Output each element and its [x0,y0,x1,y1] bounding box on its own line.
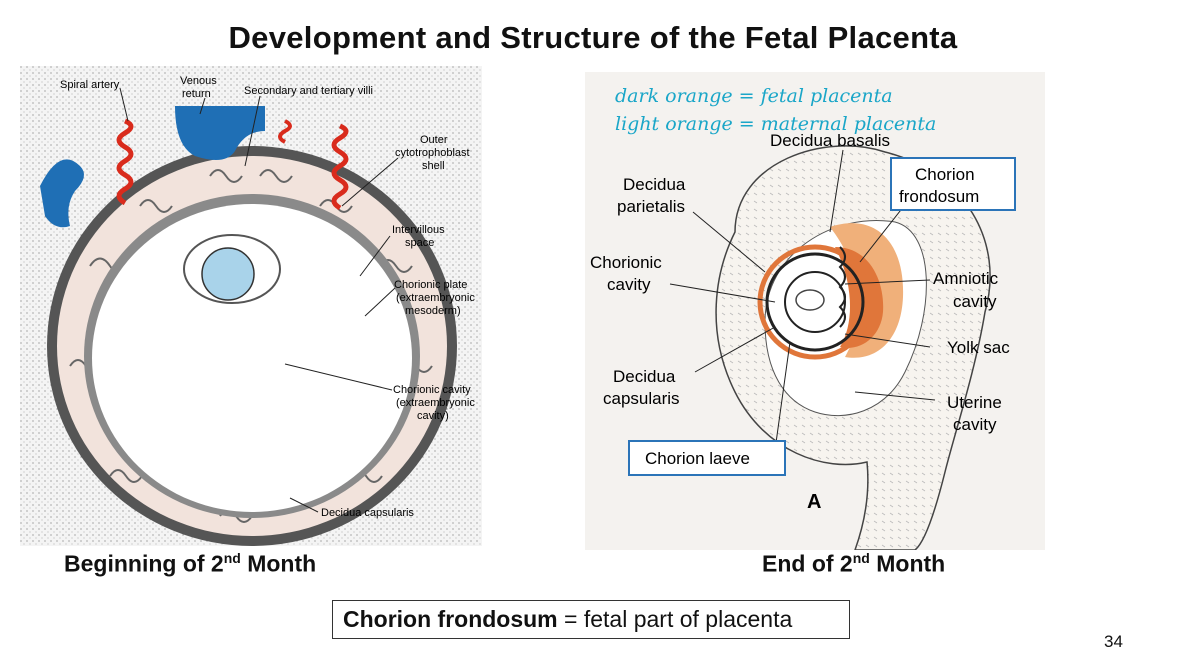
label-chorionic-cavity-2: cavity [607,275,651,294]
chorion-laeve-ring [757,244,873,360]
spiral-artery-small [278,119,292,144]
venous-vessel-left [40,159,84,228]
left-diagram: Spiral artery Venous return Secondary an… [20,66,482,546]
venous-return-vessel [175,106,265,160]
label-venous-return-1: Venous [180,75,217,87]
label-uterine-cavity-2: cavity [953,415,997,434]
chorion-laeve-box [628,440,786,476]
label-yolk-sac: Yolk sac [947,338,1010,357]
right-leader-lines [669,149,936,451]
label-chorionic-cavity-3: cavity) [417,410,449,422]
label-decidua-parietalis-1: Decidua [623,175,686,194]
right-caption: End of 2nd Month [762,550,946,577]
chorionic-villi [838,246,846,328]
label-villi: Secondary and tertiary villi [244,85,373,97]
chorionic-cavity [92,204,412,512]
label-chorionic-cavity-1: Chorionic [590,253,662,272]
chorion-frondosum-box [890,157,1016,211]
page-number: 34 [1104,632,1123,651]
chorionic-membrane [765,252,865,352]
spiral-artery-left [116,118,134,206]
embryo [795,289,825,311]
late-placenta-illustration: dark orange = fetal placenta light orang… [585,72,1045,551]
label-chorionic-cavity-1: Chorionic cavity [393,384,471,396]
right-diagram: dark orange = fetal placenta light orang… [585,72,1045,551]
label-outer-shell-3: shell [422,160,445,172]
early-placenta-illustration: Spiral artery Venous return Secondary an… [20,66,482,546]
page-title: Development and Structure of the Fetal P… [228,20,958,55]
label-chorion-frondosum-2: frondosum [899,187,979,206]
amniotic-cavity-circle [784,271,846,333]
label-uterine-cavity-1: Uterine [947,393,1002,412]
left-caption: Beginning of 2nd Month [64,550,317,577]
chorion-frondosum-region [835,247,884,348]
label-chorionic-plate-1: Chorionic plate [394,279,467,291]
label-decidua-capsularis: Decidua capsularis [321,507,414,519]
label-amniotic-cavity-1: Amniotic [933,269,999,288]
label-chorionic-plate-3: mesoderm) [405,305,461,317]
label-decidua-parietalis-2: parietalis [617,197,685,216]
label-chorion-frondosum-1: Chorion [915,165,975,184]
label-decidua-capsularis-2: capsularis [603,389,680,408]
left-leader-lines [119,87,399,513]
label-amniotic-cavity-2: cavity [953,292,997,311]
summary-box: Chorion frondosum = fetal part of placen… [332,600,850,639]
yolk-sac [201,247,255,301]
summary-definition: = fetal part of placenta [557,606,793,632]
label-intervillous-2: space [405,237,434,249]
handwritten-note-dark-orange: dark orange = fetal placenta [615,85,893,107]
label-venous-return-2: return [182,88,211,100]
label-chorionic-cavity-2: (extraembryonic [396,397,475,409]
label-spiral-artery: Spiral artery [60,79,120,91]
label-decidua-basalis: Decidua basalis [770,131,890,150]
label-intervillous-1: Intervillous [392,224,445,236]
label-outer-shell-2: cytotrophoblast [395,147,470,159]
label-outer-shell-1: Outer [420,134,448,146]
label-chorion-laeve: Chorion laeve [645,449,750,468]
handwritten-note-light-orange: light orange = maternal placenta [615,113,936,135]
spiral-artery-right [331,123,349,211]
label-chorionic-plate-2: (extraembryonic [396,292,475,304]
label-decidua-capsularis-1: Decidua [613,367,676,386]
summary-term: Chorion frondosum [343,606,558,632]
panel-letter: A [807,491,821,513]
